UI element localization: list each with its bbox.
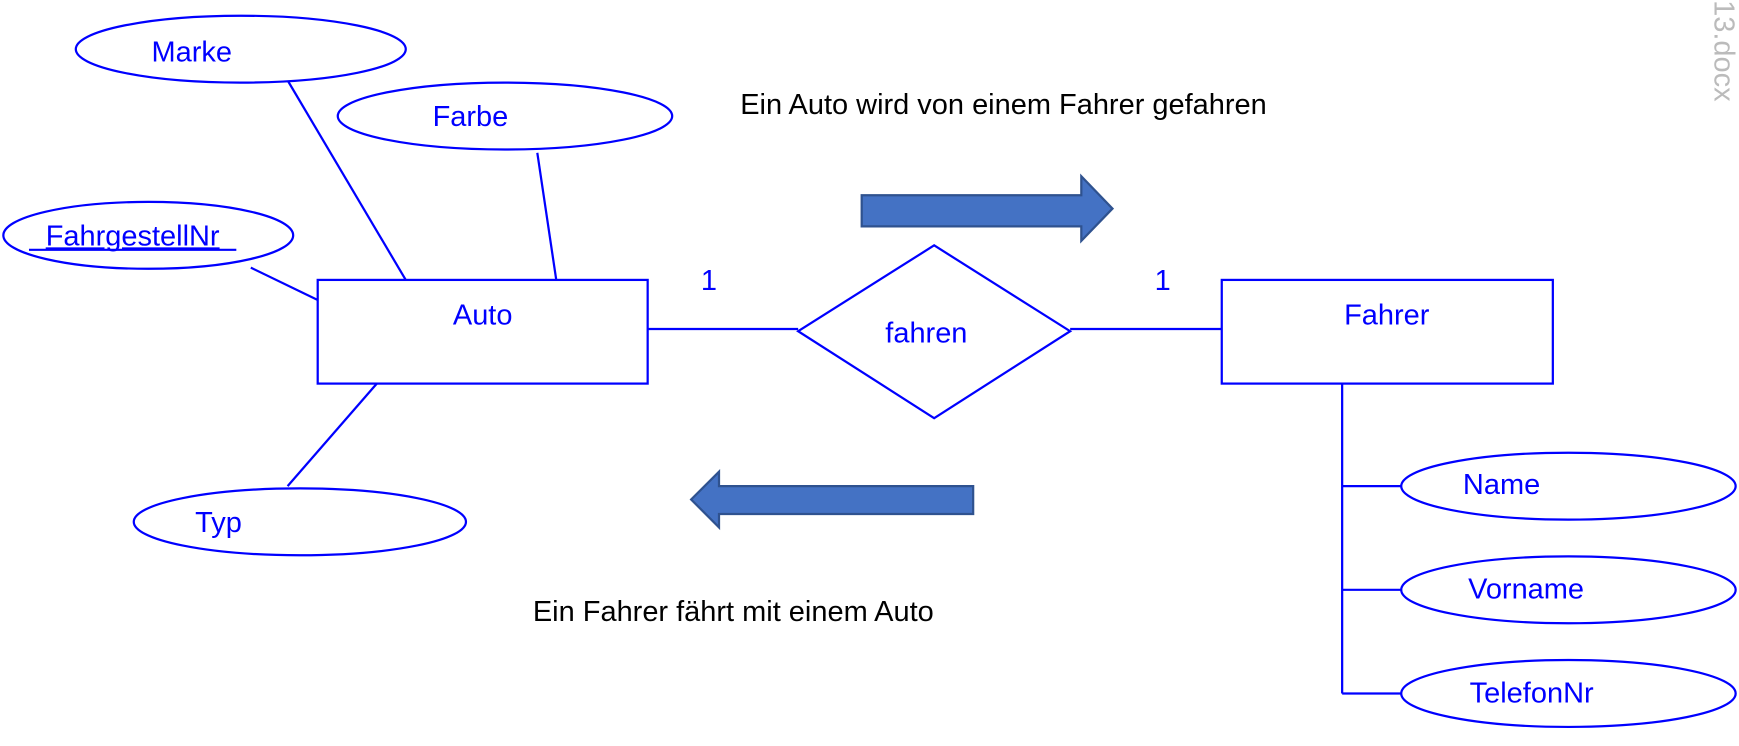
attribute-farbe: Farbe: [336, 81, 674, 151]
attribute-fahrgestellnr-key: FahrgestellNr: [2, 200, 295, 270]
arrow-left-icon: [689, 468, 975, 531]
cardinality-left: 1: [701, 265, 717, 297]
margin-filename: 13.docx: [1707, 0, 1739, 102]
connector-fahrgestellnr: [250, 266, 319, 301]
caption-bottom: Ein Fahrer fährt mit einem Auto: [533, 596, 934, 628]
cardinality-right: 1: [1155, 265, 1171, 297]
svg-text:FahrgestellNr: FahrgestellNr: [46, 220, 220, 252]
attribute-typ: Typ: [132, 487, 468, 557]
svg-text:fahren: fahren: [885, 317, 967, 349]
svg-text:Marke: Marke: [151, 36, 232, 68]
caption-top: Ein Auto wird von einem Fahrer gefahren: [740, 89, 1267, 121]
attribute-marke: Marke: [74, 14, 407, 84]
connector-marke: [286, 79, 407, 281]
svg-text:Auto: Auto: [453, 300, 513, 332]
arrow-right-icon: [860, 173, 1115, 244]
connector-typ: [286, 382, 378, 487]
svg-text:Farbe: Farbe: [433, 101, 509, 133]
entity-auto: Auto: [316, 278, 649, 385]
attribute-vorname: Vorname: [1400, 555, 1737, 625]
svg-text:TelefonNr: TelefonNr: [1470, 677, 1594, 709]
entity-fahrer: Fahrer: [1220, 278, 1554, 385]
connector-farbe: [536, 152, 558, 281]
connector-fahrer-attributes: [1341, 383, 1403, 695]
attribute-telefonnr: TelefonNr: [1400, 658, 1737, 729]
svg-text:Vorname: Vorname: [1468, 574, 1584, 606]
attribute-name: Name: [1400, 451, 1737, 521]
svg-text:Fahrer: Fahrer: [1344, 300, 1430, 332]
svg-text:Name: Name: [1463, 469, 1540, 501]
svg-text:Typ: Typ: [195, 507, 242, 539]
relationship-fahren: fahren: [796, 244, 1073, 420]
